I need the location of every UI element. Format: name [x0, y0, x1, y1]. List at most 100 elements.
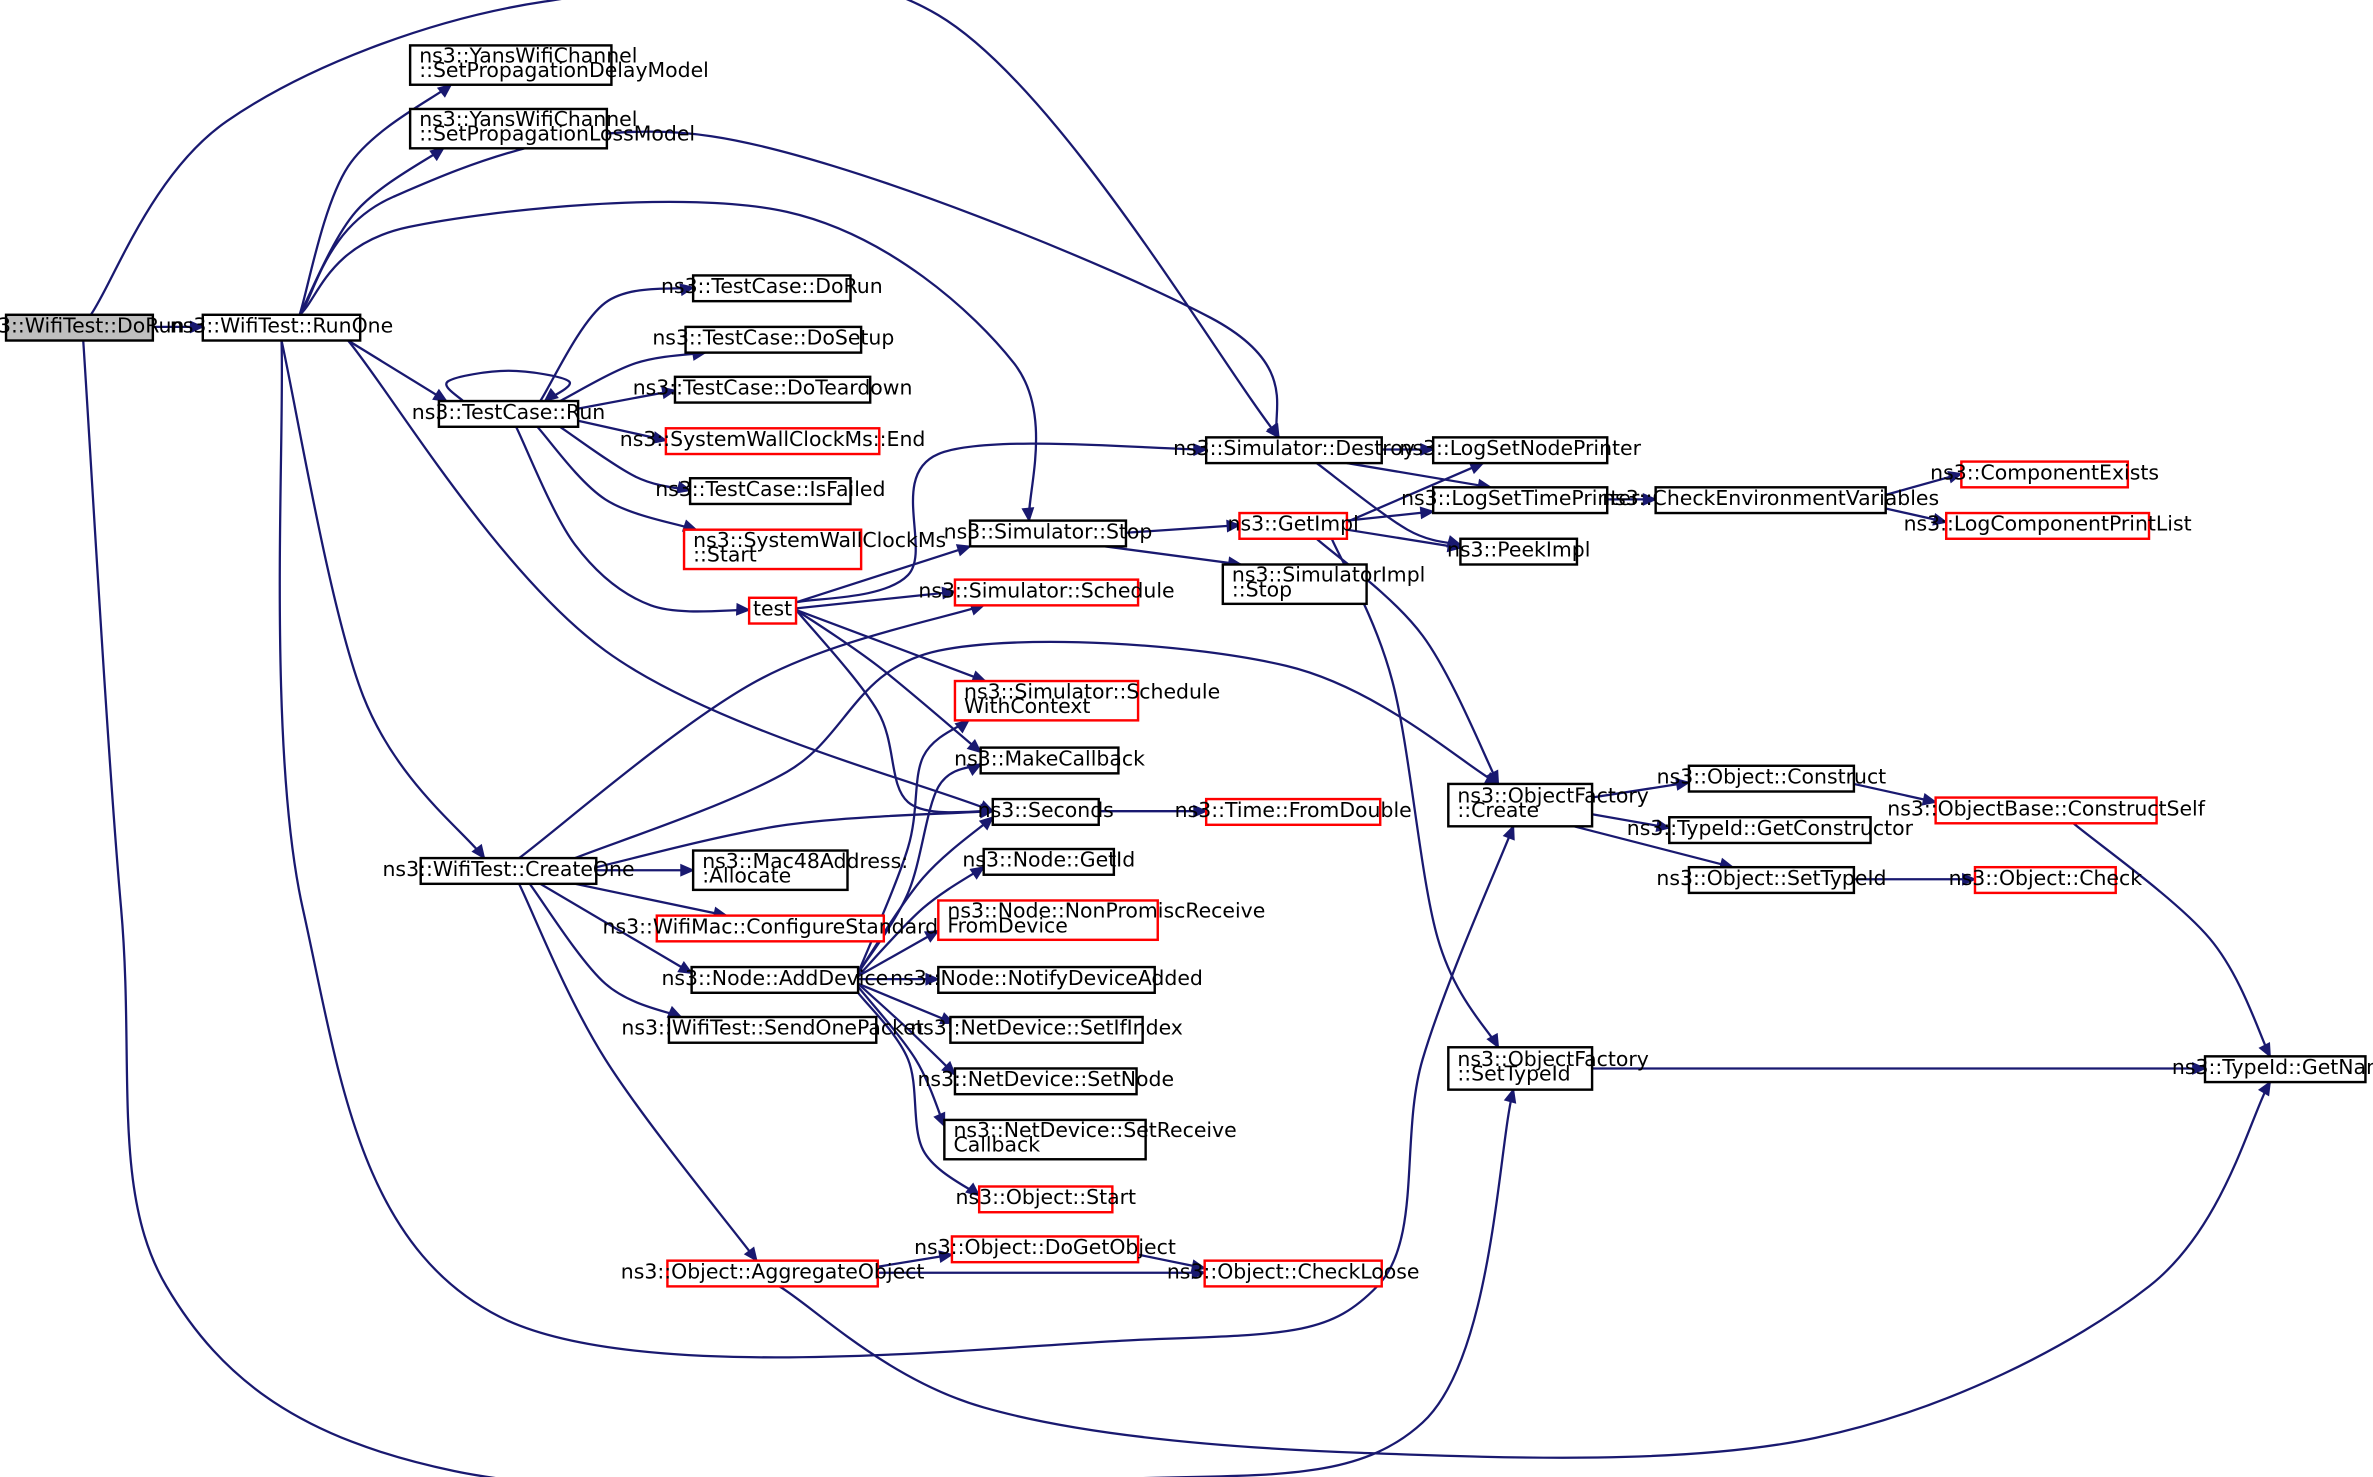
- node-box[interactable]: [691, 274, 852, 303]
- node-obj-construct[interactable]: ns3::Object::Construct: [1657, 764, 1887, 793]
- node-box[interactable]: [2203, 1055, 2367, 1084]
- node-box[interactable]: [1447, 1046, 1594, 1091]
- node-box[interactable]: [1238, 511, 1349, 540]
- node-box[interactable]: [747, 596, 798, 625]
- node-box[interactable]: [1687, 865, 1856, 895]
- node-box[interactable]: [1973, 865, 2117, 895]
- node-setifindex[interactable]: ns3::NetDevice::SetIfIndex: [910, 1015, 1183, 1044]
- node-swc-start[interactable]: ns3::SystemWallClockMs::Start: [682, 528, 946, 571]
- node-box[interactable]: [1431, 486, 1609, 515]
- node-box[interactable]: [1960, 460, 2130, 489]
- node-box[interactable]: [979, 746, 1120, 775]
- node-tc-doteardown[interactable]: ns3::TestCase::DoTeardown: [633, 375, 913, 404]
- node-tc-isfailed[interactable]: ns3::TestCase::IsFailed: [655, 477, 885, 506]
- node-mac48[interactable]: ns3::Mac48Address::Allocate: [691, 849, 908, 892]
- node-box[interactable]: [667, 1015, 878, 1044]
- node-box[interactable]: [953, 679, 1140, 722]
- node-box[interactable]: [949, 1015, 1144, 1044]
- node-box[interactable]: [408, 107, 609, 150]
- node-compexists[interactable]: ns3::ComponentExists: [1930, 460, 2159, 489]
- node-box[interactable]: [1447, 782, 1594, 828]
- node-setloss[interactable]: ns3::YansWifiChannel::SetPropagationLoss…: [408, 107, 695, 150]
- node-box[interactable]: [655, 914, 886, 943]
- node-constructself[interactable]: ns3::ObjectBase::ConstructSelf: [1887, 796, 2206, 825]
- node-box[interactable]: [666, 1259, 879, 1288]
- node-seconds[interactable]: ns3::Seconds: [978, 797, 1114, 827]
- node-box[interactable]: [950, 1235, 1140, 1264]
- node-tc-run[interactable]: ns3::TestCase::Run: [412, 399, 605, 428]
- node-box[interactable]: [437, 399, 580, 428]
- node-runone[interactable]: ns3::WifiTest::RunOne: [170, 313, 393, 342]
- node-box[interactable]: [419, 856, 598, 886]
- node-tc-dorun[interactable]: ns3::TestCase::DoRun: [661, 274, 883, 303]
- node-swc-end[interactable]: ns3::SystemWallClockMs::End: [620, 427, 926, 456]
- node-getimpl[interactable]: ns3::GetImpl: [1228, 511, 1359, 540]
- node-lognodeprinter[interactable]: ns3::LogSetNodePrinter: [1399, 436, 1642, 465]
- node-box[interactable]: [408, 44, 613, 86]
- node-of-create[interactable]: ns3::ObjectFactory::Create: [1447, 782, 1649, 828]
- node-box[interactable]: [1945, 511, 2151, 540]
- node-box[interactable]: [991, 797, 1100, 827]
- node-box[interactable]: [1431, 436, 1609, 465]
- node-box[interactable]: [977, 1185, 1114, 1214]
- node-getname[interactable]: ns3::TypeId::GetName: [2172, 1055, 2373, 1084]
- node-obj-start[interactable]: ns3::Object::Start: [956, 1185, 1137, 1214]
- node-createone[interactable]: ns3::WifiTest::CreateOne: [382, 856, 635, 886]
- node-setnode[interactable]: ns3::NetDevice::SetNode: [917, 1067, 1174, 1096]
- node-logprintlist[interactable]: ns3::LogComponentPrintList: [1904, 511, 2192, 540]
- node-dogetobject[interactable]: ns3::Object::DoGetObject: [914, 1235, 1176, 1264]
- node-box[interactable]: [937, 965, 1156, 994]
- node-obj-check[interactable]: ns3::Object::Check: [1949, 865, 2143, 895]
- node-box[interactable]: [1668, 816, 1872, 845]
- node-node-getid[interactable]: ns3::Node::GetId: [962, 847, 1135, 876]
- node-test[interactable]: test: [747, 596, 798, 625]
- node-box[interactable]: [1204, 797, 1382, 827]
- node-box[interactable]: [982, 847, 1116, 876]
- node-adddevice[interactable]: ns3::Node::AddDevice: [661, 965, 888, 994]
- node-sendone[interactable]: ns3::WifiTest::SendOnePacket: [621, 1015, 924, 1044]
- node-box[interactable]: [691, 849, 849, 892]
- node-checkloose[interactable]: ns3::Object::CheckLoose: [1167, 1259, 1420, 1288]
- node-box[interactable]: [1687, 764, 1856, 793]
- node-box[interactable]: [201, 313, 362, 342]
- node-box[interactable]: [1654, 486, 1887, 515]
- node-fromdouble[interactable]: ns3::Time::FromDouble: [1175, 797, 1412, 827]
- node-box[interactable]: [1934, 796, 2158, 825]
- node-aggregate[interactable]: ns3::Object::AggregateObject: [621, 1259, 925, 1288]
- node-setdelay[interactable]: ns3::YansWifiChannel::SetPropagationDela…: [408, 44, 709, 86]
- node-logtimeprinter[interactable]: ns3::LogSetTimePrinter: [1401, 486, 1640, 515]
- node-sim-destroy[interactable]: ns3::Simulator::Destroy: [1173, 436, 1415, 465]
- node-box[interactable]: [1459, 537, 1579, 566]
- node-of-settypeid[interactable]: ns3::ObjectFactory::SetTypeId: [1447, 1046, 1649, 1091]
- node-box[interactable]: [682, 528, 863, 571]
- node-box[interactable]: [684, 325, 863, 354]
- node-box[interactable]: [4, 313, 155, 342]
- node-sim-stop[interactable]: ns3::Simulator::Stop: [944, 519, 1153, 548]
- node-getconstructor[interactable]: ns3::TypeId::GetConstructor: [1627, 816, 1914, 845]
- node-sim-schedule[interactable]: ns3::Simulator::Schedule: [918, 578, 1175, 607]
- node-tc-dosetup[interactable]: ns3::TestCase::DoSetup: [652, 325, 894, 354]
- node-simimpl-stop[interactable]: ns3::SimulatorImpl::Stop: [1221, 563, 1426, 606]
- node-dorun[interactable]: ns3::WifiTest::DoRun: [0, 313, 184, 342]
- node-box[interactable]: [943, 1118, 1147, 1161]
- node-cfgstd[interactable]: ns3::WifiMac::ConfigureStandard: [603, 914, 939, 943]
- node-box[interactable]: [937, 899, 1159, 942]
- node-box[interactable]: [664, 427, 881, 456]
- node-obj-settypeid[interactable]: ns3::Object::SetTypeId: [1656, 865, 1886, 895]
- node-box[interactable]: [1221, 563, 1368, 606]
- node-box[interactable]: [968, 519, 1128, 548]
- node-box[interactable]: [1204, 436, 1383, 465]
- node-box[interactable]: [953, 578, 1140, 607]
- node-box[interactable]: [688, 477, 852, 506]
- node-checkenv[interactable]: ns3::CheckEnvironmentVariables: [1602, 486, 1939, 515]
- node-peekimpl[interactable]: ns3::PeekImpl: [1447, 537, 1590, 566]
- node-box[interactable]: [953, 1067, 1138, 1096]
- node-makecallback[interactable]: ns3::MakeCallback: [954, 746, 1145, 775]
- node-notifyadded[interactable]: ns3::Node::NotifyDeviceAdded: [890, 965, 1203, 994]
- node-box[interactable]: [673, 375, 872, 404]
- node-box[interactable]: [1203, 1259, 1383, 1288]
- node-box[interactable]: [690, 965, 860, 994]
